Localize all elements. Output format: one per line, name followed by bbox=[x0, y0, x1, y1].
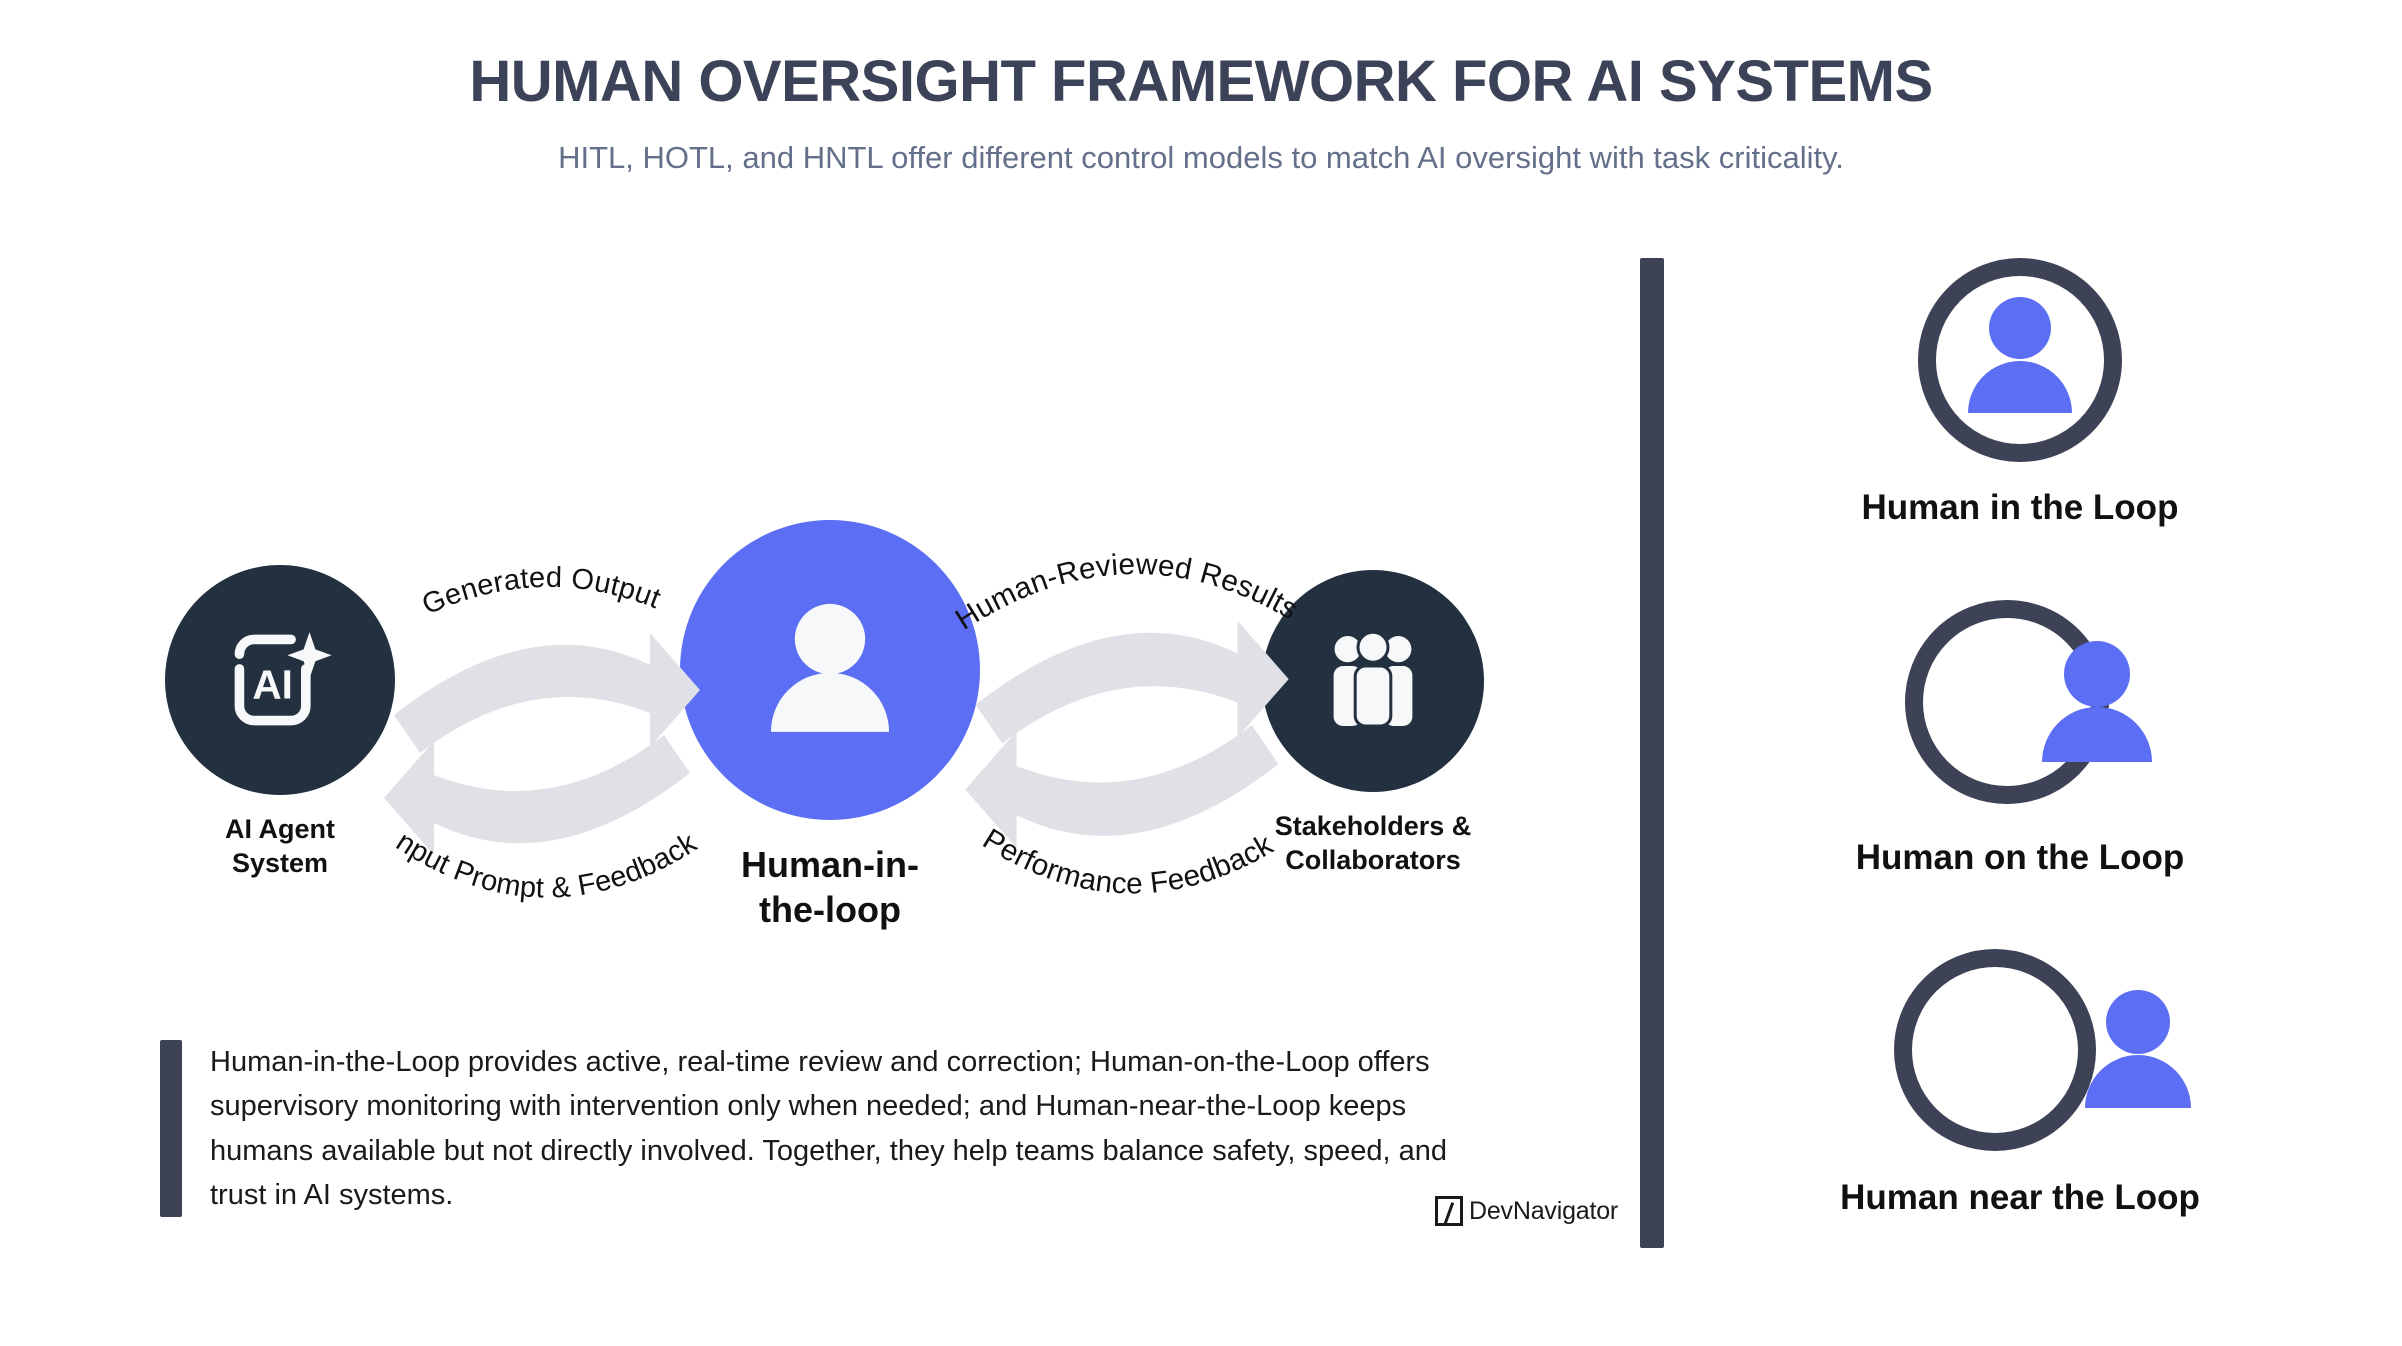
human-in-the-loop-circle bbox=[680, 520, 980, 820]
person-on-ring-icon bbox=[1905, 600, 2152, 804]
node-human-in-the-loop[interactable]: Human-in- the-loop bbox=[680, 520, 980, 932]
people-group-icon bbox=[1333, 630, 1413, 728]
node-stakeholders-collaborators[interactable]: Stakeholders & Collaborators bbox=[1262, 570, 1484, 878]
person-outside-ring-icon bbox=[1894, 949, 2191, 1151]
svg-text:AI: AI bbox=[252, 661, 293, 707]
legend-glyph-2 bbox=[1700, 940, 2340, 1175]
arrow-performance-feedback bbox=[965, 725, 1279, 848]
arrow-pair-right: Human-Reviewed Results Performance Feedb… bbox=[950, 500, 1304, 940]
arrow-generated-output bbox=[394, 633, 700, 753]
legend-item-human-on-the-loop[interactable]: Human on the Loop bbox=[1700, 590, 2340, 940]
arrow-input-prompt-feedback bbox=[384, 735, 690, 855]
ai-agent-circle: AI bbox=[165, 565, 395, 795]
page-title: HUMAN OVERSIGHT FRAMEWORK FOR AI SYSTEMS bbox=[469, 49, 1933, 114]
legend-item-human-in-the-loop[interactable]: Human in the Loop bbox=[1700, 250, 2340, 590]
legend-glyph-1 bbox=[1700, 590, 2340, 825]
legend-label-0: Human in the Loop bbox=[1861, 488, 2179, 527]
arrow-pair-left: Generated Output Input Prompt & Feedback bbox=[378, 490, 703, 945]
node-ai-agent-system[interactable]: AI AI Agent System bbox=[165, 565, 395, 881]
legend-item-human-near-the-loop[interactable]: Human near the Loop bbox=[1700, 940, 2340, 1280]
legend-label-2: Human near the Loop bbox=[1840, 1178, 2200, 1217]
person-icon bbox=[770, 603, 890, 732]
brand-logo: DevNavigator bbox=[1435, 1196, 1618, 1226]
legend-glyph-0 bbox=[1700, 250, 2340, 485]
arrow-human-reviewed-results bbox=[975, 620, 1289, 744]
stakeholders-circle bbox=[1262, 570, 1484, 792]
arrows-left-svg: Generated Output Input Prompt & Feedback bbox=[378, 490, 703, 905]
arrows-right-svg: Human-Reviewed Results Performance Feedb… bbox=[950, 548, 1304, 901]
node-stakeholders-label: Stakeholders & Collaborators bbox=[1274, 811, 1472, 875]
slash-square-logo-icon bbox=[1435, 1196, 1463, 1226]
callout-accent-bar bbox=[160, 1040, 182, 1218]
callout-text: Human-in-the-Loop provides active, real-… bbox=[210, 1046, 1448, 1212]
description-callout: Human-in-the-Loop provides active, real-… bbox=[160, 1040, 1460, 1218]
node-ai-agent-label: AI Agent System bbox=[225, 814, 335, 878]
vertical-divider bbox=[1640, 258, 1664, 1248]
arrow-label-generated-output: Generated Output bbox=[418, 562, 665, 621]
loop-diagram: AI AI Agent System Human-in- the-loop bbox=[0, 230, 1620, 1020]
ai-sparkle-icon: AI bbox=[234, 632, 332, 726]
legend-label-1: Human on the Loop bbox=[1855, 838, 2185, 877]
page-subtitle: HITL, HOTL, and HNTL offer different con… bbox=[558, 140, 1844, 175]
brand-name: DevNavigator bbox=[1469, 1196, 1619, 1225]
person-inside-ring-icon bbox=[1918, 258, 2122, 462]
node-human-label: Human-in- the-loop bbox=[741, 844, 919, 930]
legend-panel: Human in the Loop Human on the Loop bbox=[1700, 250, 2340, 1280]
arrow-label-human-reviewed-results: Human-Reviewed Results bbox=[950, 548, 1304, 637]
